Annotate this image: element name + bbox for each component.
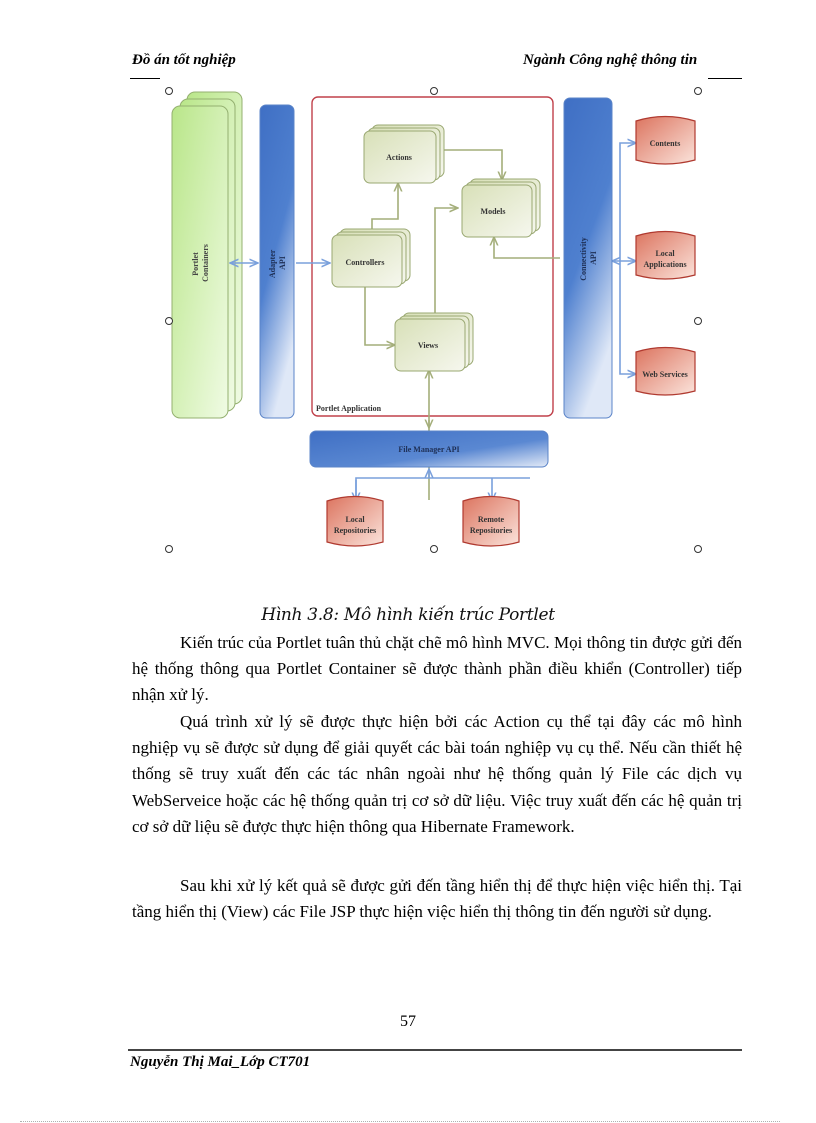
- portlet-containers-block[interactable]: Portlet Containers: [171, 91, 243, 419]
- svg-text:Portlet Application: Portlet Application: [316, 404, 382, 413]
- portlet-containers-label-1: Portlet: [191, 252, 200, 276]
- portlet-containers-label-2: Containers: [201, 244, 210, 282]
- svg-text:Controllers: Controllers: [346, 258, 385, 267]
- remote-repositories-database[interactable]: Remote Repositories: [462, 495, 520, 547]
- paragraph-1: Kiến trúc của Portlet tuân thủ chặt chẽ …: [132, 633, 742, 705]
- resize-handle-middle-right[interactable]: [694, 317, 702, 325]
- resize-handle-middle-left[interactable]: [165, 317, 173, 325]
- svg-text:Connectivity API: Connectivity API: [579, 235, 598, 281]
- svg-text:Adapter API: Adapter API: [268, 248, 287, 278]
- svg-text:Models: Models: [481, 207, 506, 216]
- portlet-architecture-diagram[interactable]: Portlet Containers Adapter API Portlet A…: [160, 85, 720, 565]
- svg-text:Actions: Actions: [386, 153, 412, 162]
- header-right-title: Ngành Công nghệ thông tin: [523, 52, 698, 68]
- footer-rule: [128, 1049, 742, 1051]
- resize-handle-bottom-center[interactable]: [430, 545, 438, 553]
- header-rule-left: [130, 78, 160, 79]
- svg-text:Local: Local: [655, 249, 675, 258]
- web-services-database[interactable]: Web Services: [635, 346, 696, 396]
- local-repositories-database[interactable]: Local Repositories: [326, 495, 384, 547]
- models-block[interactable]: Models: [461, 178, 541, 238]
- header-left-title: Đồ án tốt nghiệp: [132, 52, 236, 68]
- contents-database[interactable]: Contents: [635, 115, 696, 165]
- resize-handle-top-right[interactable]: [694, 87, 702, 95]
- actions-block[interactable]: Actions: [363, 124, 445, 184]
- svg-text:Portlet Containers: Portlet Containers: [191, 244, 210, 282]
- paragraph-3: Sau khi xử lý kết quả sẽ được gửi đến tầ…: [132, 876, 742, 922]
- svg-text:Web Services: Web Services: [642, 370, 688, 379]
- svg-text:Remote: Remote: [478, 515, 505, 524]
- svg-text:Local: Local: [345, 515, 365, 524]
- adapter-api-block[interactable]: Adapter API: [259, 104, 295, 419]
- controllers-block[interactable]: Controllers: [331, 228, 411, 288]
- figure-caption: Hình 3.8: Mô hình kiến trúc Portlet: [261, 605, 555, 625]
- svg-text:Contents: Contents: [650, 139, 681, 148]
- svg-text:File Manager API: File Manager API: [398, 445, 459, 454]
- svg-text:Views: Views: [418, 341, 438, 350]
- connectivity-api-block[interactable]: Connectivity API: [563, 97, 613, 419]
- resize-handle-bottom-left[interactable]: [165, 545, 173, 553]
- views-block[interactable]: Views: [394, 312, 474, 372]
- resize-handle-bottom-right[interactable]: [694, 545, 702, 553]
- footer-author: Nguyễn Thị Mai_Lớp CT701: [130, 1054, 311, 1070]
- svg-text:Applications: Applications: [643, 260, 686, 269]
- svg-text:Repositories: Repositories: [334, 526, 376, 535]
- paragraph-2: Quá trình xử lý sẽ được thực hiện bởi cá…: [132, 712, 742, 836]
- resize-handle-top-left[interactable]: [165, 87, 173, 95]
- page-boundary: [20, 1121, 780, 1122]
- resize-handle-top-center[interactable]: [430, 87, 438, 95]
- local-applications-database[interactable]: Local Applications: [635, 230, 696, 280]
- svg-text:Repositories: Repositories: [470, 526, 512, 535]
- external-connectors: [230, 143, 636, 503]
- page-number: 57: [400, 1013, 416, 1030]
- header-rule-right: [708, 78, 742, 79]
- file-manager-api-block[interactable]: File Manager API: [309, 430, 549, 468]
